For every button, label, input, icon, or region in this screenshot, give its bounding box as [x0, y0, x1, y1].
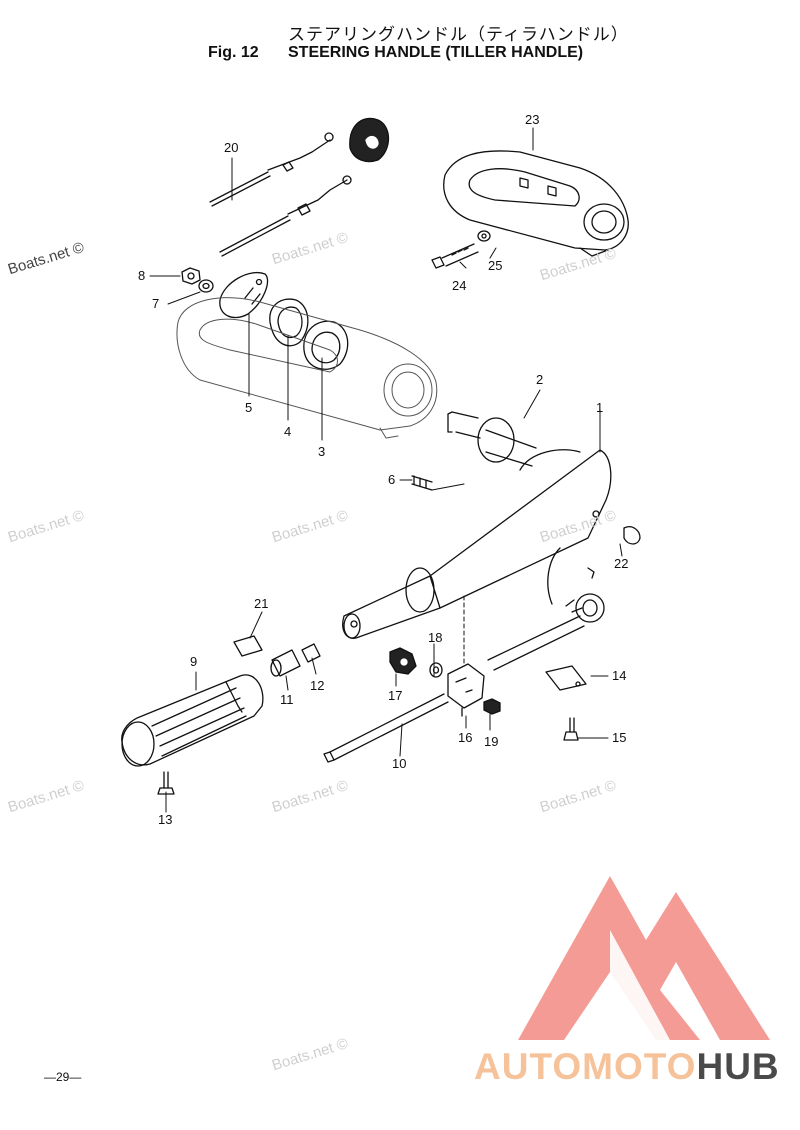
part-screw-15 — [563, 717, 579, 741]
part-stud-6 — [411, 475, 433, 491]
callout-9: 9 — [190, 654, 197, 669]
part-grip-9 — [121, 674, 264, 767]
part-throttle-rod-10 — [323, 693, 449, 763]
callout-3: 3 — [318, 444, 325, 459]
figure-label: Fig. 12 — [208, 44, 259, 61]
title-english: STEERING HANDLE (TILLER HANDLE) — [288, 44, 584, 61]
callout-21: 21 — [254, 596, 268, 611]
brand-logo-icon — [518, 876, 770, 1040]
part-bracket-housing — [176, 297, 438, 439]
part-screw-13 — [157, 771, 175, 795]
callout-8: 8 — [138, 268, 145, 283]
part-cables — [209, 132, 352, 257]
part-plate-5 — [219, 272, 269, 319]
callout-2: 2 — [536, 372, 543, 387]
callout-5: 5 — [245, 400, 252, 415]
title-japanese: ステアリングハンドル（ティラハンドル） — [288, 25, 629, 44]
part-washer-18 — [429, 662, 443, 678]
callout-6: 6 — [388, 472, 395, 487]
part-handle-cover — [443, 150, 629, 257]
callout-19: 19 — [484, 734, 498, 749]
callout-15: 15 — [612, 730, 626, 745]
figure-header: ステアリングハンドル（ティラハンドル） Fig. 12 STEERING HAN… — [0, 0, 800, 70]
callout-10: 10 — [392, 756, 406, 771]
brand-wordmark: AUTOMOTOHUB — [474, 1046, 780, 1088]
leader-lines — [149, 127, 623, 813]
part-grommet-cap — [349, 117, 390, 163]
brand-wordmark-part-a: AUTOMOTO — [474, 1046, 697, 1087]
part-nut-19 — [483, 698, 501, 715]
callout-22: 22 — [614, 556, 628, 571]
callout-14: 14 — [612, 668, 626, 683]
callout-20: 20 — [224, 140, 238, 155]
part-plate-14 — [545, 665, 587, 691]
callout-12: 12 — [310, 678, 324, 693]
callout-23: 23 — [525, 112, 539, 127]
page-number: —29— — [44, 1070, 82, 1084]
part-bushing-2 — [447, 411, 537, 467]
part-bushing-12 — [301, 643, 321, 663]
part-friction-block-16 — [447, 663, 485, 717]
callout-13: 13 — [158, 812, 172, 827]
part-washer-25 — [477, 230, 491, 242]
callout-4: 4 — [284, 424, 291, 439]
part-nut-8 — [181, 267, 201, 285]
callout-24: 24 — [452, 278, 466, 293]
callout-25: 25 — [488, 258, 502, 273]
callout-17: 17 — [388, 688, 402, 703]
callout-11: 11 — [280, 692, 294, 707]
part-bolt-24 — [431, 243, 479, 269]
callout-1: 1 — [596, 400, 603, 415]
callout-16: 16 — [458, 730, 472, 745]
part-seal-4 — [269, 298, 309, 347]
part-plug-22 — [623, 526, 641, 545]
part-knob-17 — [389, 647, 417, 675]
callout-18: 18 — [428, 630, 442, 645]
part-collar-11 — [270, 649, 301, 677]
brand-wordmark-part-b: HUB — [696, 1046, 780, 1087]
callout-7: 7 — [152, 296, 159, 311]
part-seal-3 — [303, 320, 349, 370]
part-tiller-arm — [342, 449, 612, 639]
part-throttle-shaft — [487, 593, 605, 671]
callout-labels: 1 2 3 4 5 6 7 8 9 10 11 12 13 14 15 16 1… — [138, 112, 628, 827]
part-decal-21 — [233, 635, 263, 657]
part-washer-7 — [198, 279, 214, 293]
